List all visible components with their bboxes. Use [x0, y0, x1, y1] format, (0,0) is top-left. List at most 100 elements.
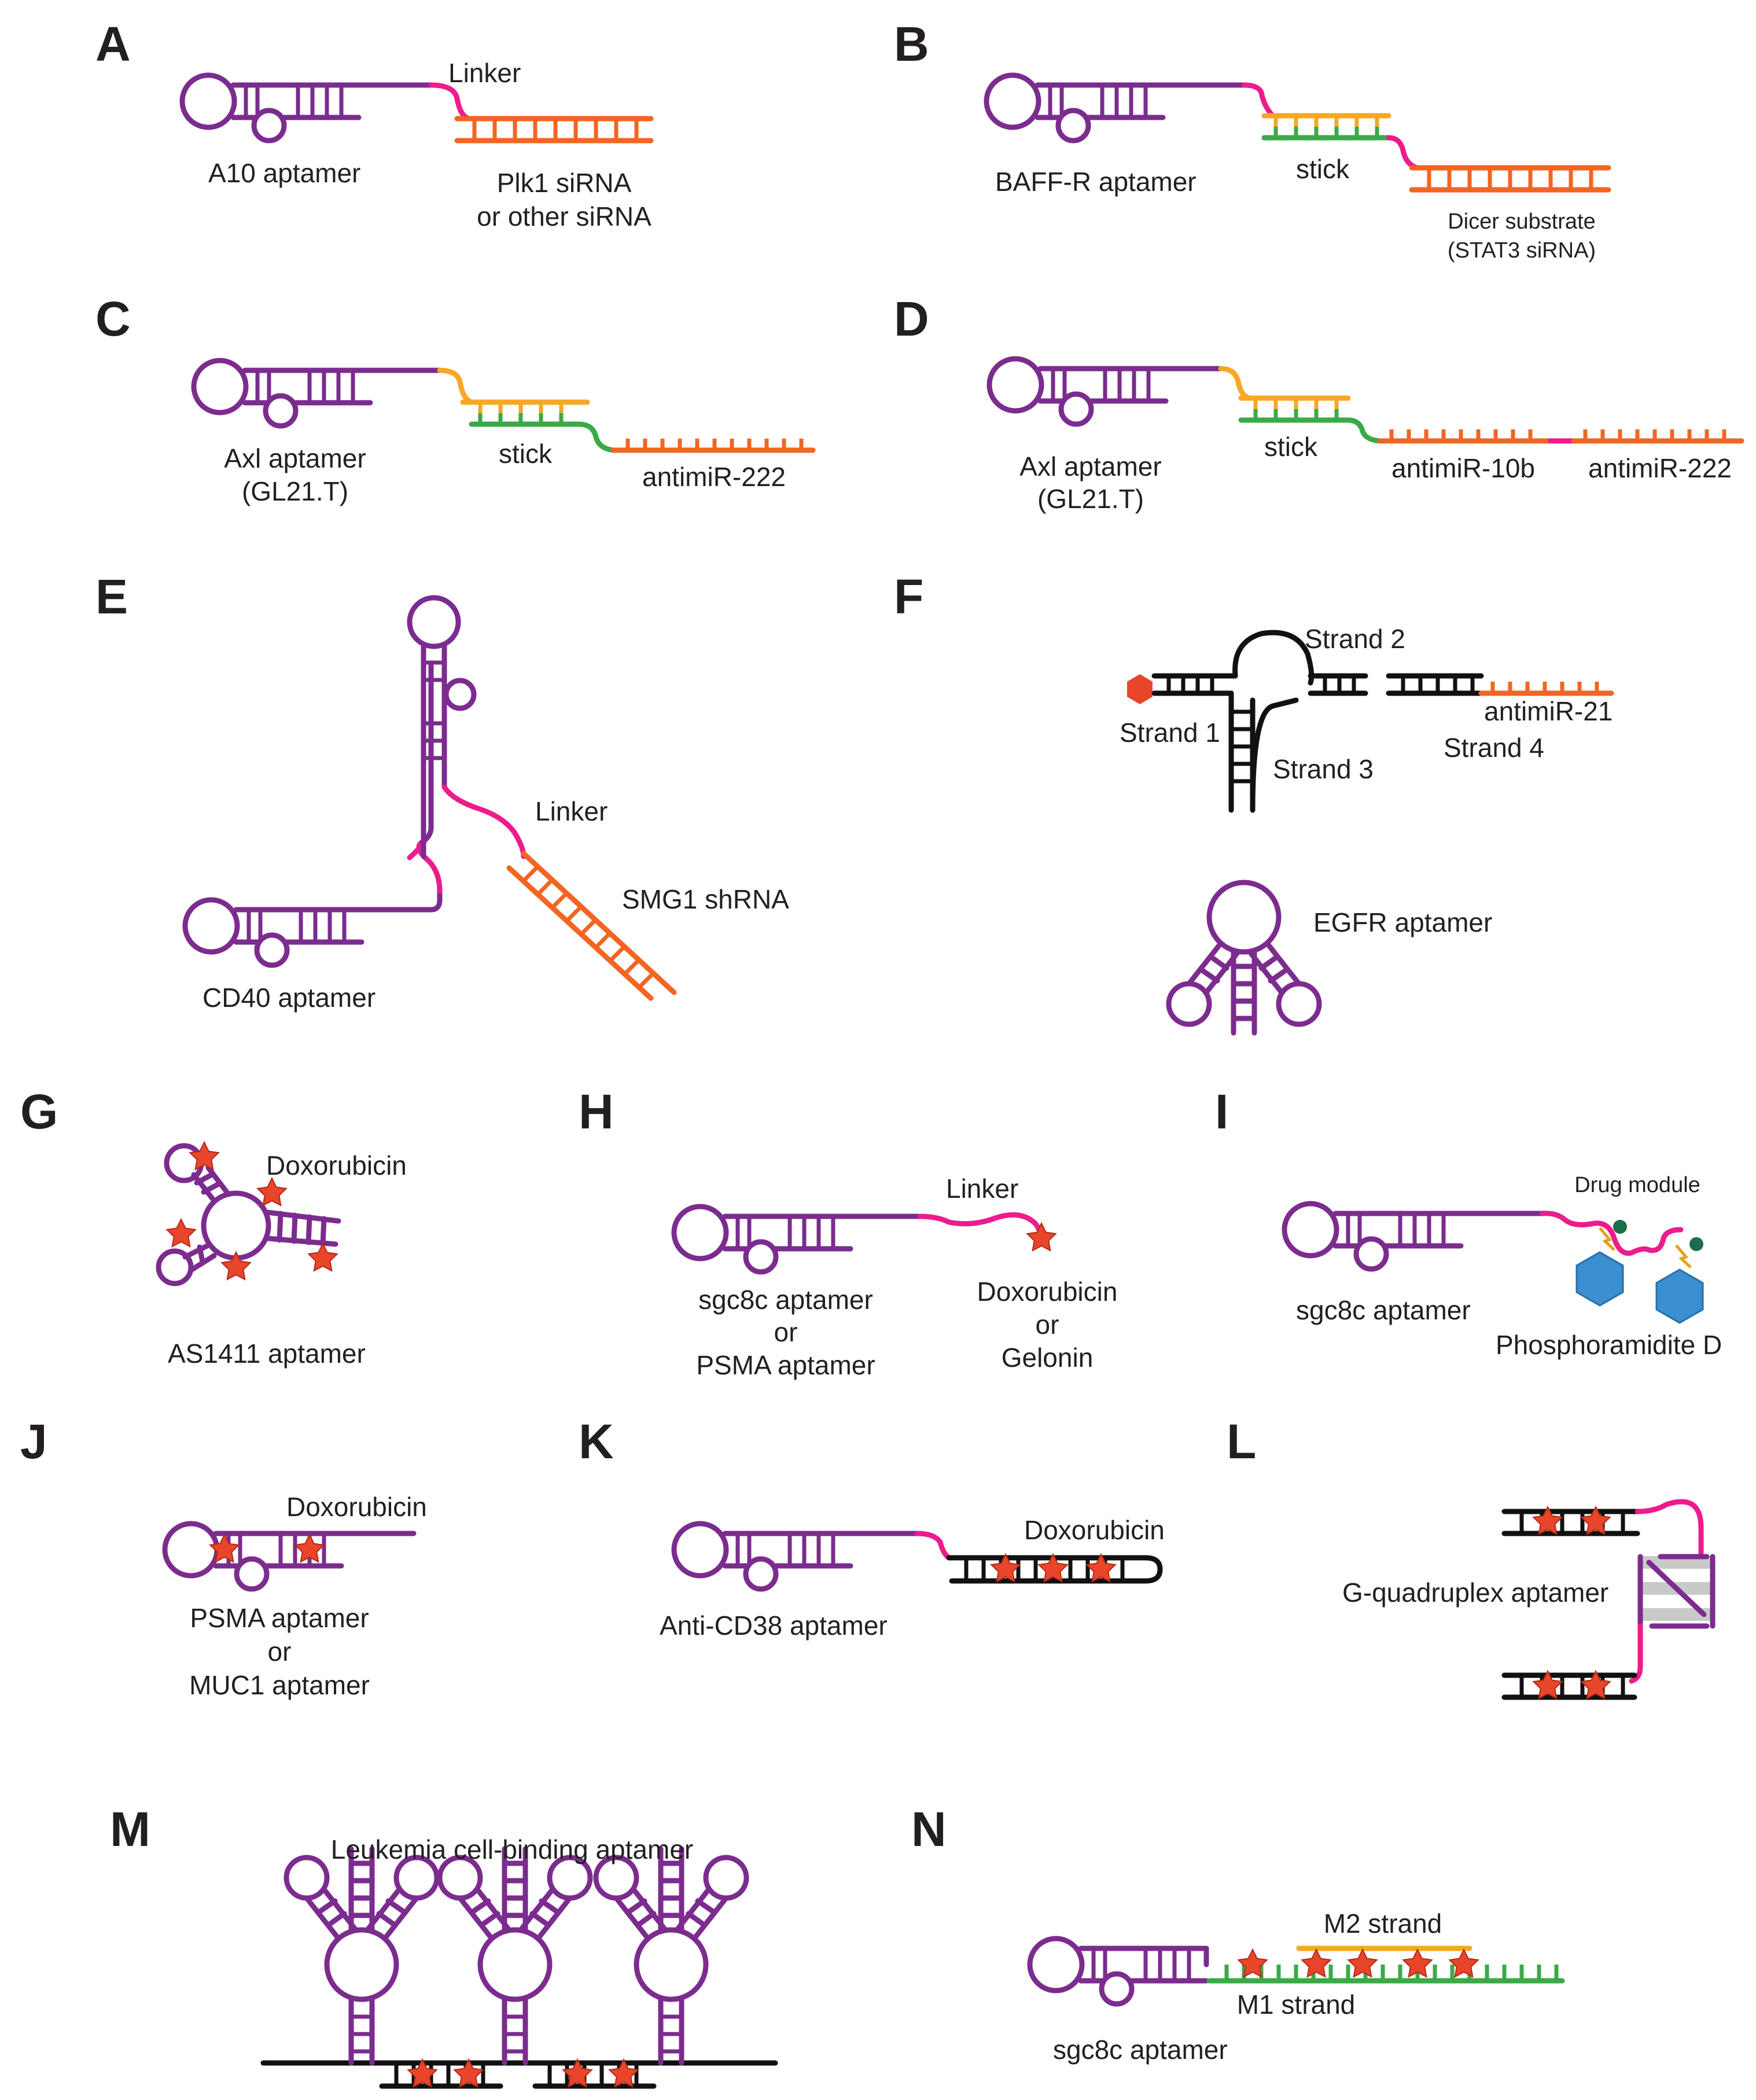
sgc8c-aptamer-label: sgc8c aptamer	[1053, 2035, 1228, 2065]
phosphoramidite-label: Phosphoramidite D	[1496, 1330, 1722, 1360]
axl-aptamer-shape	[989, 359, 1166, 424]
linker-segment	[441, 784, 527, 859]
strand-2-label: Strand 2	[1305, 624, 1405, 654]
leukemia-aptamer-shape	[596, 1849, 746, 1999]
antimir-10b-strand	[1377, 429, 1553, 444]
antimir-21-strand	[1478, 682, 1614, 696]
doxorubicin-star	[166, 1219, 196, 1247]
cd40-aptamer-label: CD40 aptamer	[203, 983, 376, 1013]
sgc8c-aptamer-label: sgc8c aptamer	[1296, 1295, 1471, 1325]
doxorubicin-star	[1402, 1949, 1433, 1977]
doxorubicin-star	[1348, 1949, 1378, 1977]
panel-label-k: K	[579, 1414, 614, 1469]
smg1-shrna-label: SMG1 shRNA	[622, 884, 789, 914]
dox-duplex-2	[532, 2059, 657, 2089]
doxorubicin-label: Doxorubicin	[977, 1277, 1118, 1307]
cd40-aptamer-shape	[185, 900, 362, 965]
panel-label-i: I	[1215, 1084, 1228, 1139]
stick-duplex	[1238, 395, 1351, 423]
stick-duplex	[1261, 113, 1391, 141]
sirna-label-line2: or other siRNA	[477, 201, 651, 231]
linker-label: Linker	[448, 58, 521, 88]
g-quadruplex	[1637, 1554, 1715, 1629]
m1-strand-label: M1 strand	[1237, 1989, 1356, 2020]
linker-label: Linker	[535, 796, 608, 826]
panel-label-d: D	[894, 292, 929, 346]
stick-label: stick	[1264, 432, 1318, 462]
baffr-aptamer-shape	[986, 75, 1163, 141]
leukemia-aptamer-shape	[440, 1849, 590, 1999]
axl-aptamer-label-line2: (GL21.T)	[1037, 484, 1144, 514]
plk1-sirna-duplex	[454, 116, 654, 144]
a10-aptamer-label: A10 aptamer	[208, 158, 360, 188]
panel-g: Doxorubicin AS1411 aptamer	[156, 1142, 407, 1369]
panel-f: Strand 2 Strand 1 Strand 3 antimiR-21 St…	[1120, 624, 1614, 1033]
sgc8c-aptamer-shape	[1030, 1939, 1206, 2004]
leukemia-aptamer-label: Leukemia cell-binding aptamer	[331, 1834, 693, 1864]
leukemia-aptamer-shape	[286, 1849, 437, 1999]
doxorubicin-label: Doxorubicin	[1024, 1515, 1165, 1545]
panel-j: Doxorubicin PSMA aptamer or MUC1 aptamer	[165, 1492, 427, 1700]
stick-label: stick	[499, 439, 553, 469]
gelonin-label: Gelonin	[1002, 1343, 1094, 1373]
strand-1-label: Strand 1	[1120, 718, 1220, 748]
dicer-label-line2: (STAT3 siRNA)	[1448, 238, 1596, 263]
antimir-21-label: antimiR-21	[1484, 696, 1613, 726]
axl-aptamer-label-line1: Axl aptamer	[1019, 451, 1161, 481]
drug-module-label: Drug module	[1574, 1173, 1700, 1197]
panel-e: Linker SMG1 shRNA CD40 aptamer	[185, 595, 789, 1013]
antimir-222-strand	[1571, 429, 1744, 444]
panel-label-j: J	[20, 1414, 47, 1469]
stick-label: stick	[1296, 154, 1350, 184]
antimir-10b-label: antimiR-10b	[1391, 453, 1535, 483]
antimir-222-strand	[610, 439, 816, 453]
linker-segment	[917, 1212, 1044, 1241]
as1411-aptamer-label: AS1411 aptamer	[168, 1338, 366, 1369]
egfr-aptamer-shape	[1169, 882, 1319, 1033]
dicer-label-line1: Dicer substrate	[1448, 209, 1596, 234]
phosphoramidite-hexagon	[1575, 1251, 1624, 1307]
doxorubicin-star	[1026, 1223, 1056, 1251]
linker-label: Linker	[946, 1174, 1018, 1204]
panel-c: Axl aptamer (GL21.T) stick antimiR-222	[194, 361, 816, 506]
panel-label-g: G	[20, 1084, 58, 1139]
antimir-222-label: antimiR-222	[642, 462, 786, 492]
dicer-substrate-duplex	[1409, 165, 1611, 193]
panel-m: Leukemia cell-binding aptamer	[260, 1834, 778, 2089]
sgc8c-aptamer-shape	[674, 1207, 851, 1272]
panel-label-h: H	[579, 1084, 614, 1139]
smg1-shrna-duplex	[506, 851, 677, 1001]
antimir-222-label: antimiR-222	[1588, 453, 1732, 483]
panel-label-c: C	[95, 292, 131, 346]
anti-cd38-label: Anti-CD38 aptamer	[660, 1610, 888, 1641]
panel-label-a: A	[95, 17, 131, 71]
axl-aptamer-label-line1: Axl aptamer	[224, 443, 366, 473]
panel-l: G-quadruplex aptamer	[1342, 1499, 1715, 1700]
panel-label-b: B	[894, 17, 929, 71]
panel-label-n: N	[911, 1802, 947, 1856]
doxorubicin-star	[257, 1178, 287, 1206]
anti-cd38-aptamer-shape	[674, 1524, 851, 1589]
sgc8c-aptamer-shape	[1284, 1204, 1461, 1269]
doxorubicin-star	[308, 1243, 338, 1271]
panel-n: M2 strand M1 strand sgc8c aptamer	[1030, 1908, 1565, 2065]
doxorubicin-star	[1301, 1949, 1331, 1977]
a10-aptamer-shape	[182, 75, 359, 141]
m1-strand	[1206, 1965, 1565, 1984]
panel-i: Drug module sgc8c aptamer Phosphoramidit…	[1284, 1173, 1722, 1360]
panel-d: Axl aptamer (GL21.T) stick antimiR-10b a…	[989, 359, 1744, 514]
or-label: or	[774, 1317, 798, 1347]
four-way-junction	[1151, 630, 1484, 813]
axl-aptamer-shape	[194, 361, 370, 426]
dox-duplex-1	[379, 2059, 503, 2089]
sirna-label-line1: Plk1 siRNA	[497, 168, 632, 198]
panel-b: BAFF-R aptamer stick Dicer substrate (ST…	[986, 75, 1611, 263]
or-label: or	[1036, 1310, 1059, 1340]
stick-duplex	[460, 399, 590, 427]
phosphoramidite-hexagon	[1655, 1268, 1704, 1324]
m2-strand-label: M2 strand	[1324, 1908, 1442, 1939]
doxorubicin-label: Doxorubicin	[286, 1492, 427, 1522]
baffr-aptamer-label: BAFF-R aptamer	[995, 167, 1197, 197]
or-label: or	[268, 1636, 292, 1667]
